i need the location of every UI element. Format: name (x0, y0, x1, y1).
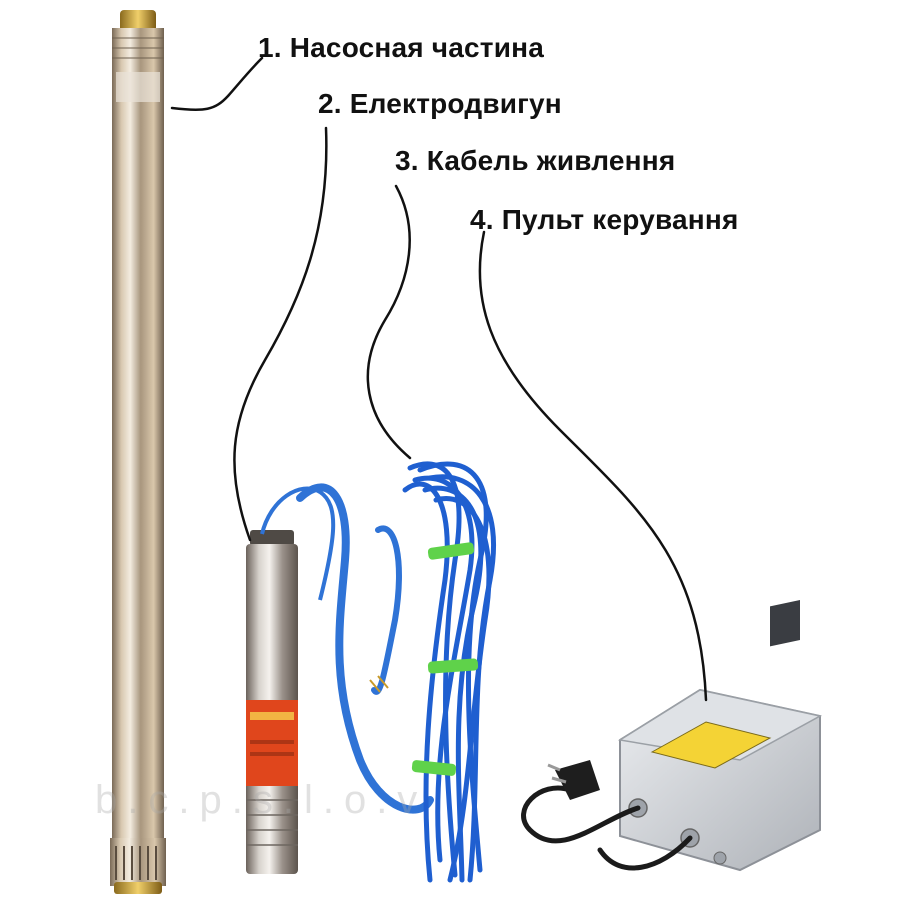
power-cable (402, 461, 497, 883)
label-power-cable: 3. Кабель живлення (395, 145, 676, 176)
pump-intake (110, 838, 166, 886)
pump-section (110, 10, 166, 894)
control-box-switch (770, 599, 800, 647)
label-pump-section: 1. Насосная частина (258, 32, 545, 63)
leader-line-3 (366, 184, 412, 460)
motor-head (250, 530, 294, 546)
control-box (521, 599, 823, 872)
cable-tie-1 (427, 542, 475, 560)
pump-brass-top (120, 10, 156, 32)
cable-tie-bands (411, 542, 479, 776)
label-control-box: 4. Пульт керування (470, 204, 739, 235)
watermark: b.c.p.s.l.o.v (95, 778, 428, 822)
leader-line-4 (478, 230, 708, 702)
label-electric-motor: 2. Електродвигун (318, 88, 562, 119)
power-plug (547, 760, 600, 800)
leader-line-1 (170, 56, 264, 112)
electric-motor (246, 483, 434, 874)
cable-tie-2 (427, 658, 479, 674)
pump-nameplate (116, 72, 160, 102)
control-box-warning-sticker (650, 721, 772, 769)
motor-lead-wire (260, 486, 336, 601)
cable-tie-3 (411, 760, 457, 776)
leader-line-2 (233, 126, 328, 542)
leader-lines (170, 56, 708, 702)
pump-tube (112, 68, 164, 848)
plug-cord (521, 785, 641, 844)
